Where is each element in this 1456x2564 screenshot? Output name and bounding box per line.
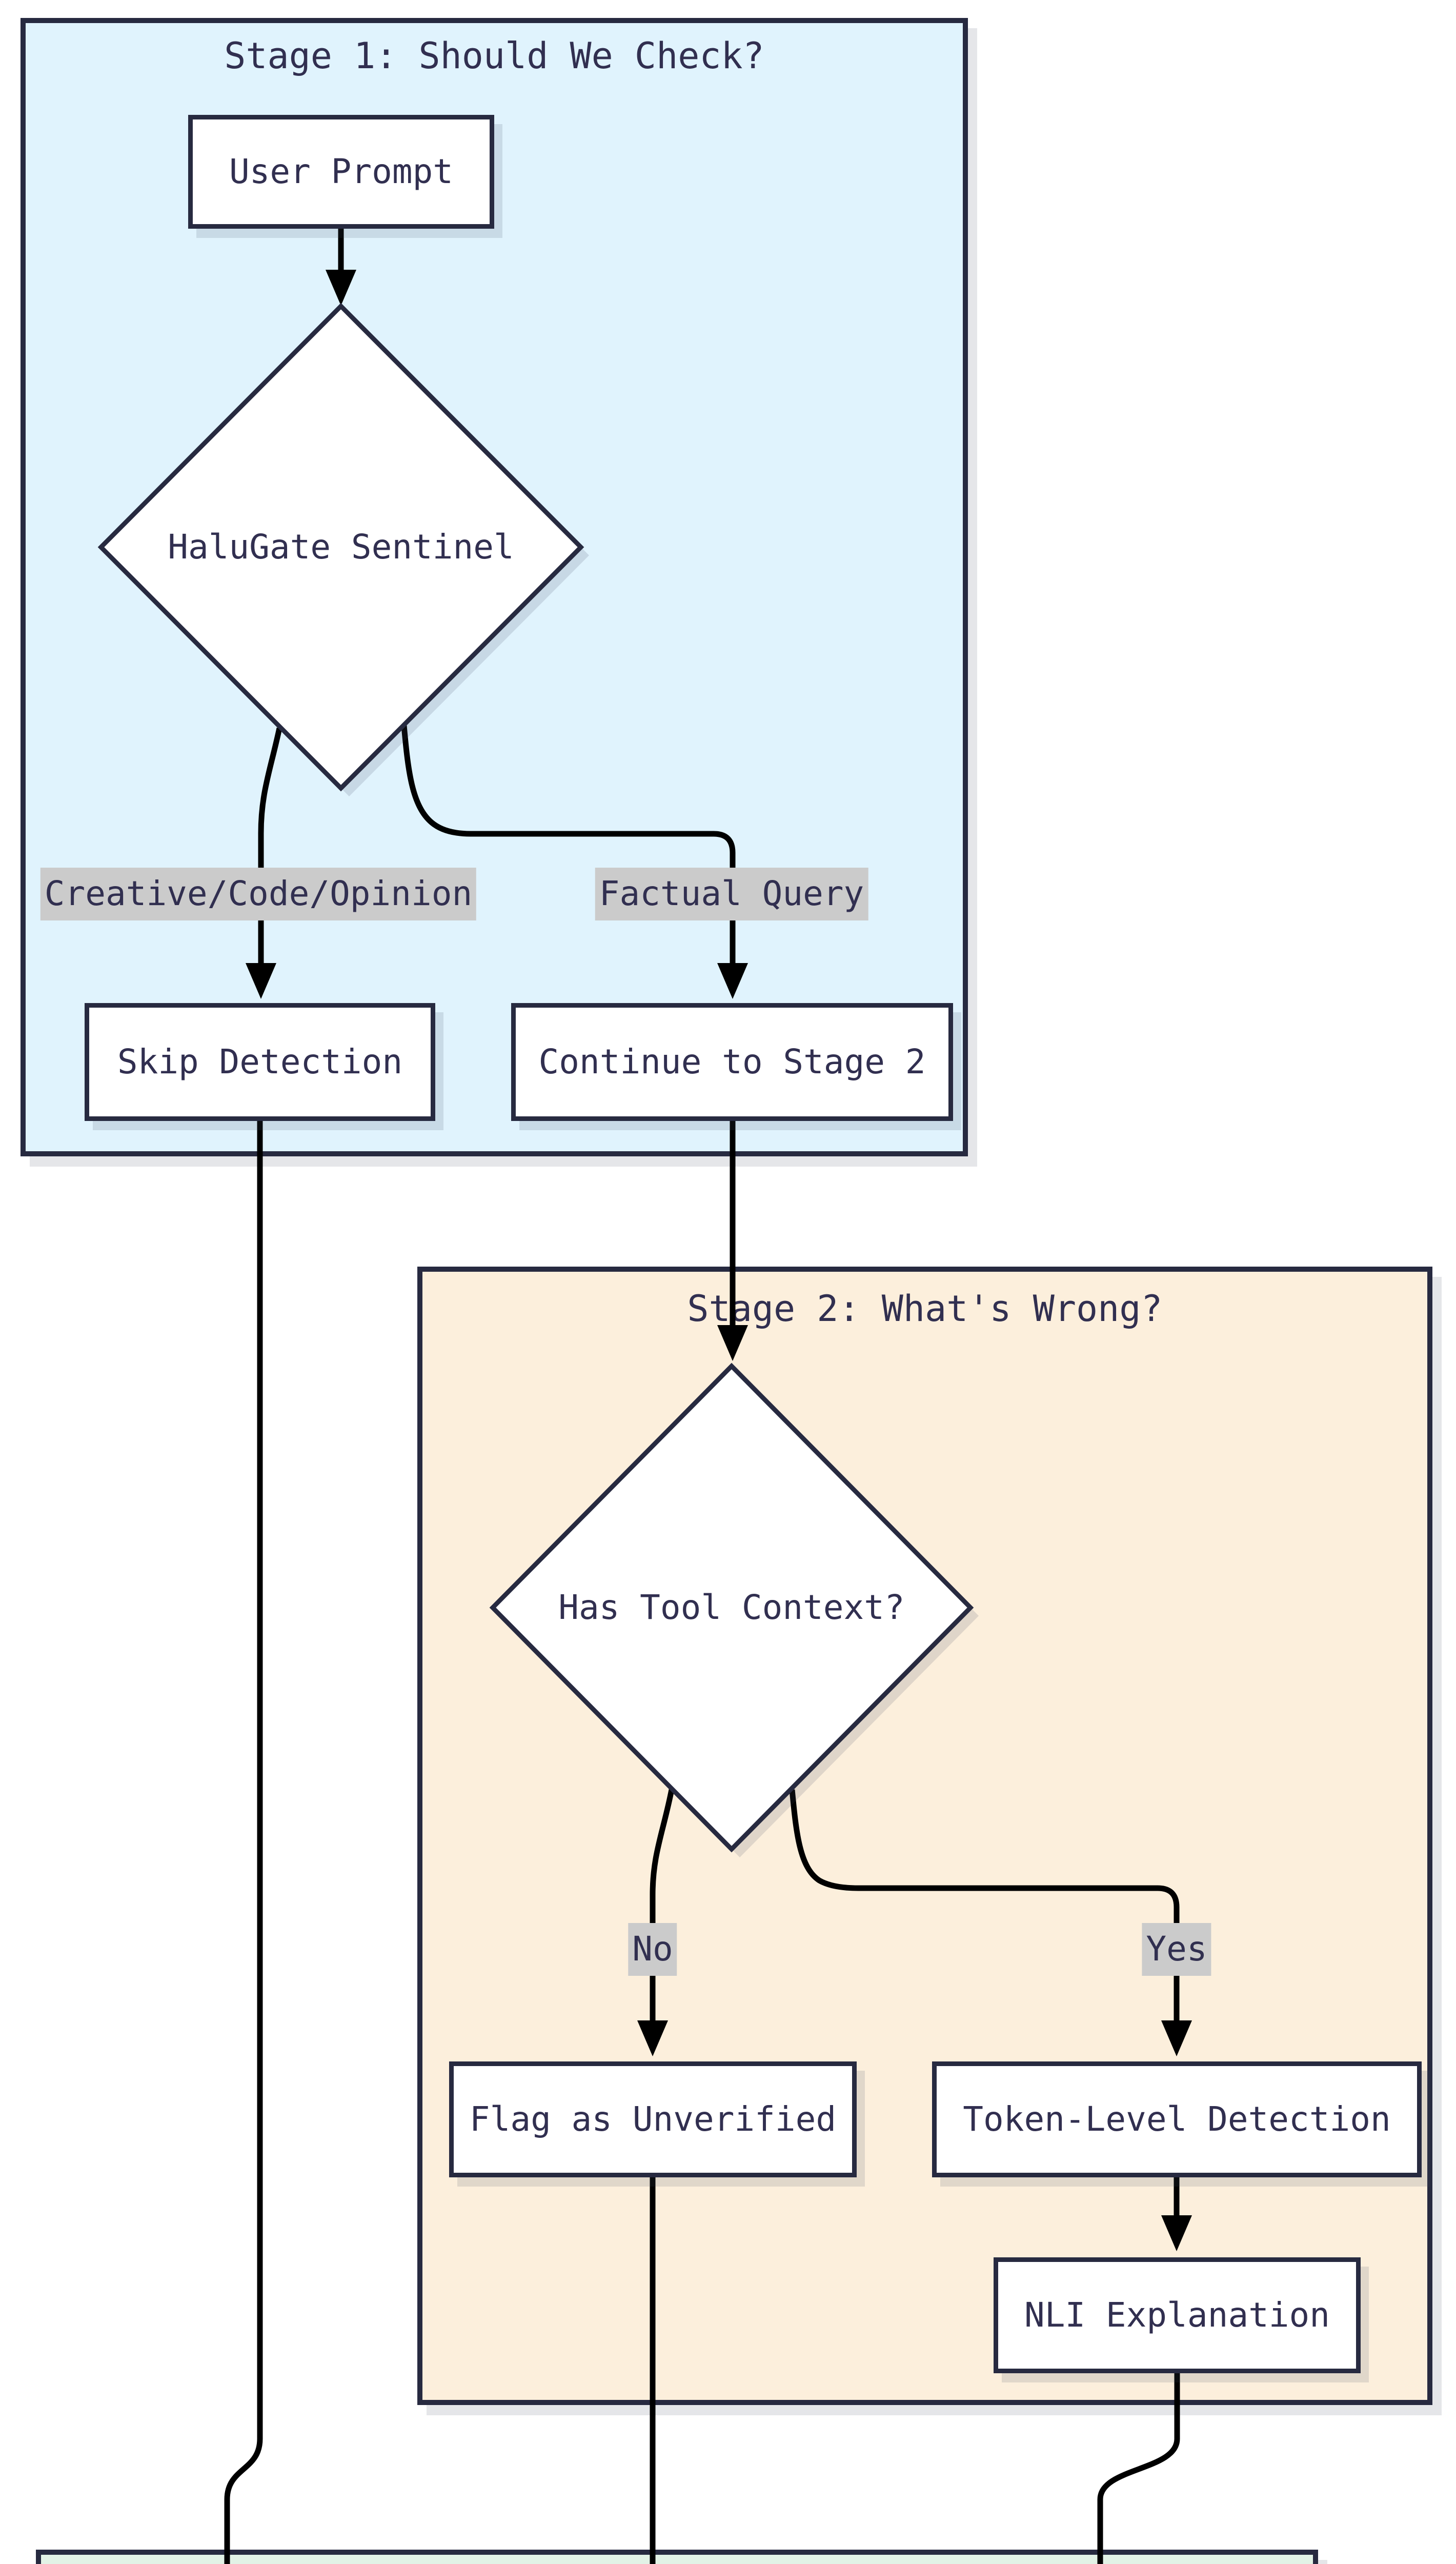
edge-label-creative-code-opinion: Creative/Code/Opinion [40, 868, 477, 920]
edge-label-yes: Yes [1142, 1923, 1211, 1976]
node-token-level-detection: Token-Level Detection [932, 2061, 1422, 2177]
node-flag-as-unverified: Flag as Unverified [449, 2061, 857, 2177]
arrowhead-nli [1161, 2215, 1192, 2251]
node-continue-to-stage2: Continue to Stage 2 [511, 1003, 953, 1121]
edge-label-yes-text: Yes [1146, 1929, 1207, 1969]
has-tool-context-text: Has Tool Context? [558, 1587, 905, 1627]
edge-label-factual-query: Factual Query [595, 868, 868, 920]
edge-sentinel-to-skip [258, 727, 282, 964]
arrowhead-token [1161, 2020, 1192, 2056]
node-has-tool-context-label: Has Tool Context? [527, 1531, 937, 1685]
node-user-prompt: User Prompt [188, 115, 494, 229]
node-skip-detection: Skip Detection [85, 1003, 435, 1121]
edge-label-no: No [628, 1923, 677, 1976]
stage2-group: Stage 2: What's Wrong? [417, 1267, 1432, 2405]
detection-output-group: Detection Output [36, 2550, 1318, 2564]
node-skip-detection-label: Skip Detection [117, 1041, 403, 1081]
has-tool-decision-diamond [489, 1363, 974, 1853]
edge-nli-to-detailed [1097, 2373, 1180, 2564]
arrowhead-flag [637, 2020, 668, 2056]
node-nli-explanation: NLI Explanation [994, 2257, 1361, 2373]
arrowhead-sentinel [326, 270, 356, 306]
detection-output-title: Detection Output [504, 2558, 850, 2564]
stage1-title: Stage 1: Should We Check? [224, 35, 764, 77]
arrowhead-has-tool [717, 1325, 748, 1361]
edge-label-creative-text: Creative/Code/Opinion [44, 874, 473, 913]
arrowhead-continue [717, 963, 748, 999]
node-user-prompt-label: User Prompt [229, 151, 454, 191]
edge-label-factual-text: Factual Query [599, 874, 864, 913]
node-nli-explanation-label: NLI Explanation [1024, 2295, 1330, 2335]
arrowhead-skip [246, 963, 276, 999]
halugate-sentinel-text: HaluGate Sentinel [168, 527, 514, 567]
edge-skip-to-pass-through [224, 1121, 263, 2564]
edge-sentinel-to-continue [401, 725, 736, 964]
stage2-title: Stage 2: What's Wrong? [687, 1288, 1163, 1330]
sentinel-decision-diamond [97, 303, 584, 792]
node-flag-as-unverified-label: Flag as Unverified [469, 2099, 837, 2139]
edge-has-tool-to-token [789, 1789, 1180, 2021]
edge-label-no-text: No [632, 1929, 673, 1969]
edge-has-tool-to-flag [650, 1789, 675, 2021]
node-token-level-detection-label: Token-Level Detection [963, 2099, 1391, 2139]
node-continue-to-stage2-label: Continue to Stage 2 [538, 1041, 926, 1081]
node-halugate-sentinel-label: HaluGate Sentinel [136, 470, 546, 624]
